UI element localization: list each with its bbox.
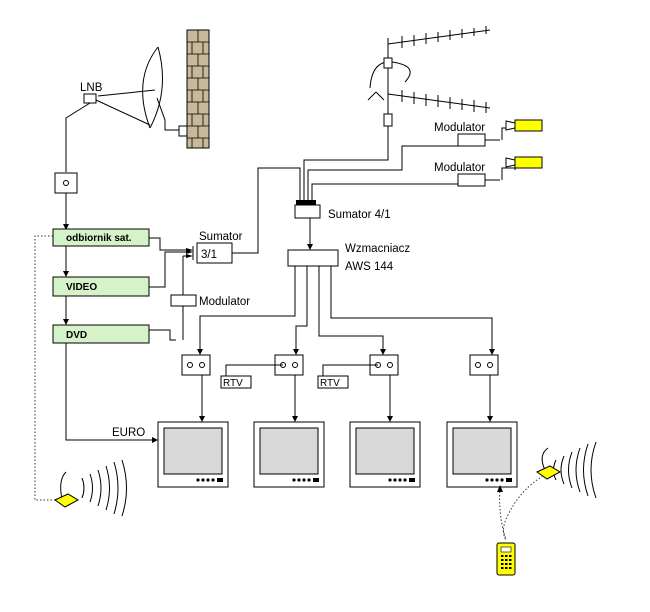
tv-1-icon xyxy=(157,421,229,488)
combiner-4-1-box xyxy=(294,204,321,219)
brick-wall xyxy=(186,29,210,149)
ir-receiver-right-icon xyxy=(536,441,597,499)
remote-control-icon xyxy=(496,542,516,576)
svg-text:RTV: RTV xyxy=(223,378,243,389)
ir-link-left xyxy=(34,235,55,501)
satellite-receiver-box: odbiornik sat. xyxy=(52,228,150,247)
rtv-box-1: RTV xyxy=(220,375,252,389)
local-modulator-box xyxy=(170,294,197,307)
camera-bottom-icon xyxy=(505,156,543,169)
camera-top-icon xyxy=(505,119,543,132)
amplifier-label-line2: AWS 144 xyxy=(345,261,394,273)
tv-4-icon xyxy=(446,421,518,488)
modulator-bottom-box xyxy=(457,173,486,187)
ir-link-right xyxy=(502,475,544,541)
combiner-4-1-label: Sumator 4/1 xyxy=(328,209,391,221)
modulator-bottom-label: Modulator xyxy=(434,162,485,174)
local-modulator-label: Modulator xyxy=(199,296,250,308)
euro-label: EURO xyxy=(112,427,145,439)
modulator-top-label: Modulator xyxy=(434,122,485,134)
wall-socket-1 xyxy=(181,354,211,376)
svg-text:VIDEO: VIDEO xyxy=(66,282,97,293)
lnb-cable xyxy=(65,102,91,172)
amplifier-box xyxy=(287,249,339,267)
wall-socket-4 xyxy=(469,354,499,376)
terrestrial-antenna-icon xyxy=(367,26,491,130)
combiner-3-1-box: 3/1 xyxy=(192,242,233,264)
svg-text:RTV: RTV xyxy=(320,378,340,389)
video-recorder-box: VIDEO xyxy=(52,276,150,297)
rtv-box-2: RTV xyxy=(317,375,349,389)
modulator-top-box xyxy=(457,133,486,147)
combiner-3-1-title: Sumator xyxy=(199,231,243,243)
amplifier-label-line1: Wzmacniacz xyxy=(345,243,410,255)
svg-text:3/1: 3/1 xyxy=(201,249,217,261)
dvd-player-box: DVD xyxy=(52,324,150,344)
lnb-label: LNB xyxy=(80,82,103,94)
lnb-icon xyxy=(83,93,97,104)
satellite-dish-icon xyxy=(95,46,188,137)
tv-3-icon xyxy=(349,421,421,488)
svg-text:odbiornik sat.: odbiornik sat. xyxy=(66,233,132,244)
sat-switch-box xyxy=(54,172,78,194)
tv-2-icon xyxy=(253,421,325,488)
svg-text:DVD: DVD xyxy=(66,330,87,341)
ir-transmitter-left-icon xyxy=(54,459,127,517)
